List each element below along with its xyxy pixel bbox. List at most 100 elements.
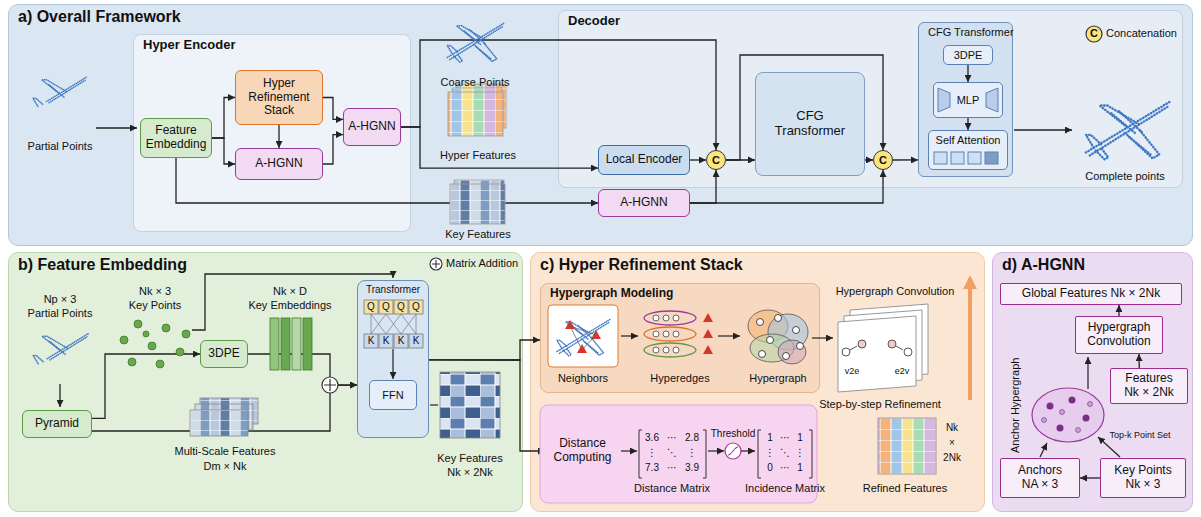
annotation-label: Distance Matrix [634, 482, 710, 495]
annotation-label: Key Embeddings [248, 299, 331, 312]
group-panel: DecoderLocal EncoderCCFG TransformerCCFG… [558, 10, 1183, 188]
matrix-entry: ⋯ [780, 462, 790, 474]
panel-heading: Decoder [568, 14, 1182, 29]
annotation-label: Step-by-step Refinement [819, 398, 941, 411]
process-box: A-HGNN [235, 148, 323, 180]
annotation-label: Nk × 3 [139, 285, 171, 298]
matrix-entry: ⋮ [765, 447, 775, 459]
token-letter: Q [397, 301, 405, 313]
box-label: C [712, 154, 720, 167]
panel-heading: CFG Transformer [928, 26, 1012, 39]
panel: a) Overall FrameworkHyper EncoderFeature… [8, 4, 1193, 246]
matrix-entry: 2.8 [685, 432, 699, 444]
annotation-label: Partial Points [28, 307, 93, 320]
box-label: Self Attention [936, 134, 1001, 147]
annotation-label: Complete points [1085, 170, 1165, 183]
panel-heading: Transformer [358, 284, 428, 296]
matrix-entry: 1 [797, 432, 803, 444]
box-label: Key Points [1114, 464, 1171, 478]
panel-heading: c) Hyper Refinement Stack [540, 256, 984, 274]
matrix-entry: ⋯ [667, 432, 677, 444]
annotation-label: Coarse Points [440, 76, 509, 89]
box-label: FFN [382, 389, 403, 402]
annotation-label: e2v [895, 366, 910, 376]
box-label: Anchors [1018, 464, 1062, 478]
token-letter: Q [382, 301, 390, 313]
process-box: Feature Embedding [140, 118, 212, 158]
matrix-entry: 1 [797, 462, 803, 474]
box-label: MLP [957, 94, 980, 107]
annotation-label: Partial Points [28, 140, 93, 153]
matrix-entry: ⋯ [780, 432, 790, 444]
process-box: 3DPE [200, 340, 248, 368]
process-box: Hypergraph Convolution [1075, 316, 1163, 354]
box-label: A-HGNN [255, 157, 302, 171]
concat-circle: C [873, 150, 893, 170]
annotation-label: Hypergraph Convolution [836, 285, 955, 298]
box-label: C [879, 154, 887, 167]
process-box: Local Encoder [598, 145, 690, 175]
legend-text: Concatenation [1106, 27, 1177, 39]
panel-heading: d) A-HGNN [1002, 256, 1192, 274]
legend-text: Matrix Addition [446, 257, 518, 269]
matrix-entry: 3.6 [645, 432, 659, 444]
concat-circle: C [706, 150, 726, 170]
annotation-label: 2Nk [943, 452, 961, 464]
process-box: Distance Computing [545, 432, 620, 470]
process-box: Pyramid [22, 410, 92, 438]
box-label: Hyper Refinement Stack [240, 77, 318, 118]
token-letter: Q [412, 301, 420, 313]
legend-entry: Matrix Addition [446, 257, 518, 270]
annotation-label: Hypergraph [749, 372, 806, 385]
box-label: Nk × 3 [1125, 478, 1160, 492]
annotation-label: Anchor Hypergraph [1010, 357, 1023, 452]
matrix-entry: ⋮ [795, 447, 805, 459]
process-box: Global Features Nk × 2Nk [1000, 283, 1182, 305]
matrix-entry: ⋮ [647, 447, 657, 459]
box-label: Distance Computing [550, 437, 615, 465]
process-box: AnchorsNA × 3 [1000, 458, 1080, 498]
annotation-label: Hyper Features [440, 149, 516, 162]
process-box: CFG Transformer [755, 72, 865, 176]
panel-heading: Hyper Encoder [143, 38, 410, 53]
box-label: Feature Embedding [145, 124, 207, 152]
matrix-entry: ⋯ [667, 462, 677, 474]
process-box: A-HGNN [343, 108, 401, 146]
box-label: Features [1125, 372, 1172, 386]
matrix-entry: ⋮ [687, 447, 697, 459]
group-panel: CFG Transformer 3DPE MLP Self Attention [918, 22, 1013, 177]
annotation-label: Multi-Scale Features [175, 445, 276, 458]
box-label: Pyramid [35, 417, 79, 431]
process-box: 3DPE [943, 45, 993, 65]
token-letter: K [398, 335, 405, 347]
annotation-label: Threshold [711, 428, 755, 440]
panel: d) A-HGNN Global Features Nk × 2NkHypergr… [992, 252, 1193, 512]
box-label: Hypergraph Convolution [1080, 321, 1158, 349]
annotation-label: Np × 3 [44, 293, 77, 306]
panel: b) Feature EmbeddingPyramid3DPETransform… [8, 252, 523, 512]
box-label: 3DPE [954, 49, 983, 62]
annotation-label: Dm × Nk [203, 460, 246, 473]
matrix-entry: 3.9 [685, 462, 699, 474]
box-label: Global Features Nk × 2Nk [1022, 287, 1160, 301]
annotation-label: Refined Features [863, 482, 947, 495]
box-label: A-HGNN [620, 196, 667, 210]
token-letter: K [413, 335, 420, 347]
annotation-label: Hyperedges [650, 372, 709, 385]
token-letter: K [368, 335, 375, 347]
process-box: Self Attention [928, 130, 1008, 170]
panel-heading: Hypergraph Modeling [550, 287, 819, 301]
box-label: Nk × 2Nk [1124, 386, 1174, 400]
annotation-label: v2e [845, 366, 860, 376]
process-box: FFN [369, 380, 417, 410]
annotation-label: Key Features [445, 228, 510, 241]
annotation-label: Nk × 2Nk [447, 466, 493, 479]
legend-symbol: C [1090, 27, 1098, 40]
box-label: NA × 3 [1022, 478, 1058, 492]
group-panel: Hyper EncoderFeature Embedding Hyper Refi… [133, 34, 411, 232]
process-box: Key PointsNk × 3 [1100, 458, 1186, 498]
matrix-entry: ⋱ [667, 447, 677, 459]
annotation-label: Top-k Point Set [1109, 430, 1170, 440]
token-letter: K [383, 335, 390, 347]
box-label: Local Encoder [606, 153, 683, 167]
